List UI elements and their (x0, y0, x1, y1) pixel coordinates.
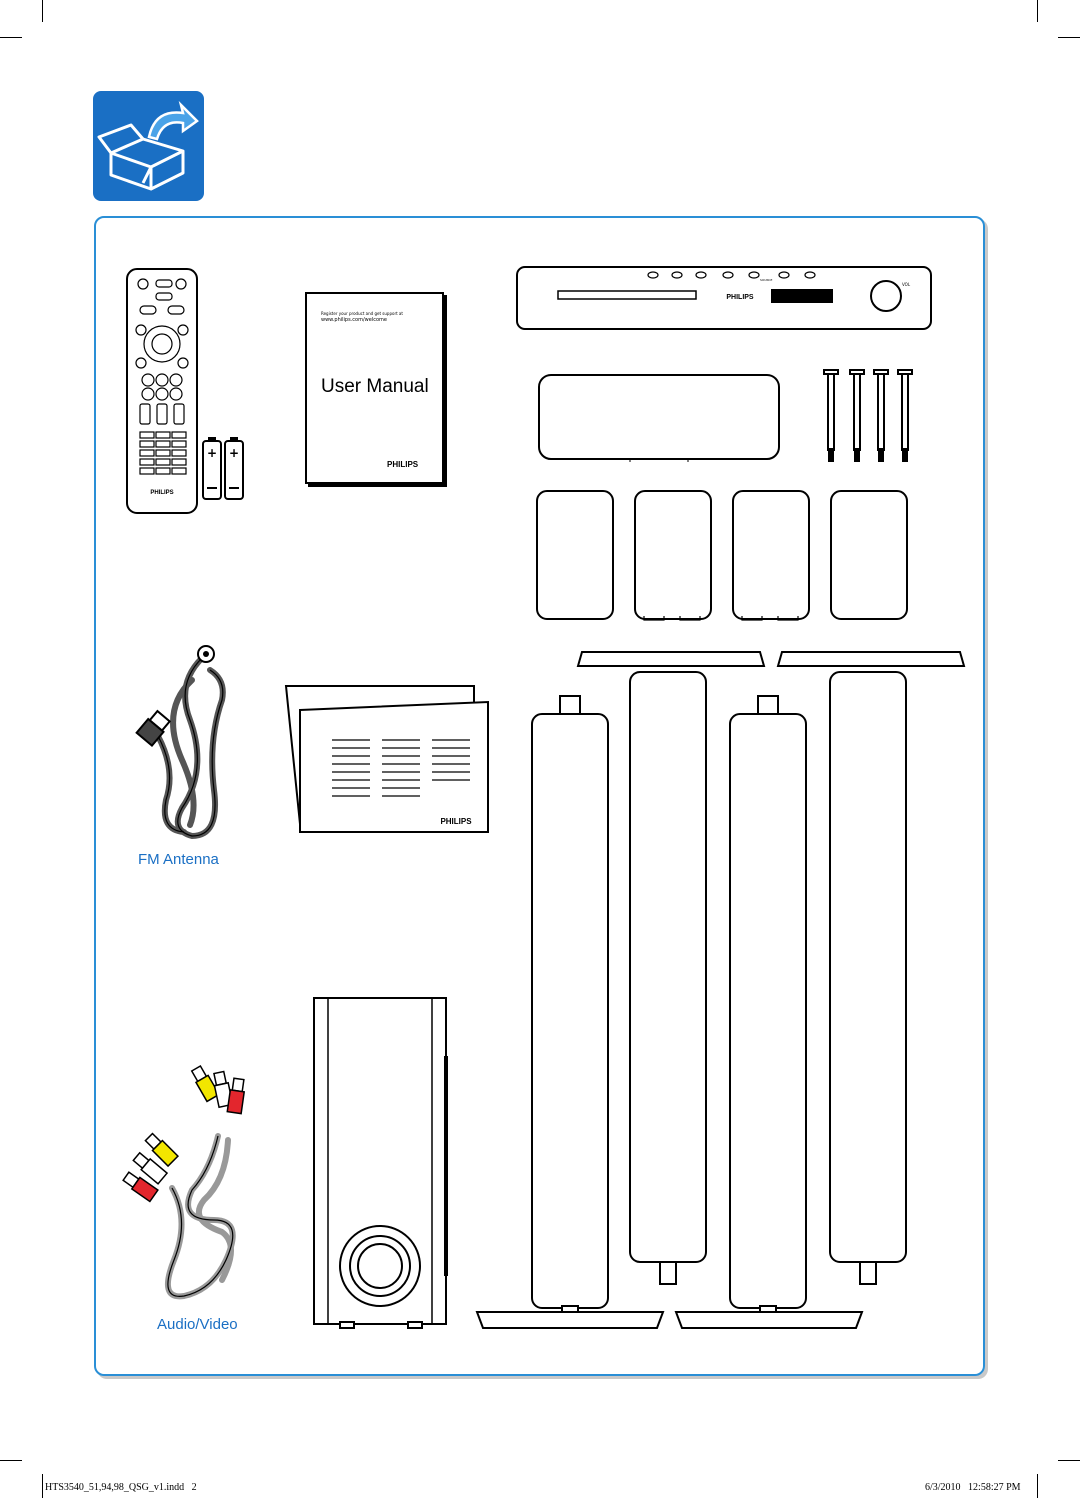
crop-mark (1037, 0, 1038, 22)
package-contents-panel (94, 216, 985, 1376)
manual-brand: PHILIPS (387, 460, 419, 469)
remote-control: PHILIPS (126, 268, 198, 514)
player-source-label: SOURCE (760, 278, 772, 282)
svg-text:+: + (229, 446, 239, 460)
crop-mark (1058, 37, 1080, 38)
satellite-speaker (732, 490, 810, 621)
subwoofer (313, 997, 448, 1329)
crop-mark (1037, 1474, 1038, 1498)
manual-title: User Manual (321, 376, 429, 397)
center-speaker (538, 374, 780, 462)
player-vol-label: VOL (902, 282, 911, 287)
footer-filename: HTS3540_51,94,98_QSG_v1.indd 2 (45, 1482, 197, 1493)
satellite-speaker (830, 490, 908, 620)
stand-base (576, 651, 766, 667)
stand-tube (629, 671, 707, 1285)
user-manual: Register your product and get support at… (305, 292, 444, 484)
stand-base (475, 1311, 665, 1329)
stand-base (674, 1311, 864, 1329)
satellite-speaker (634, 490, 712, 621)
remote-brand: PHILIPS (150, 490, 173, 496)
stand-base (776, 651, 966, 667)
manual-register-text: Register your product and get support at (321, 311, 403, 316)
stand-tube (729, 695, 807, 1327)
crop-mark (42, 1474, 43, 1498)
audio-video-cable (122, 1064, 246, 1300)
open-box-arrow-icon (93, 91, 204, 201)
crop-mark (0, 37, 22, 38)
leaflet-brand: PHILIPS (440, 817, 472, 826)
satellite-speaker (536, 490, 614, 620)
manual-url: www.philips.com/welcome (321, 317, 387, 323)
crop-mark (1058, 1460, 1080, 1461)
stand-tube (829, 671, 907, 1285)
footer-timestamp: 6/3/2010 12:58:27 PM (925, 1482, 1021, 1493)
audio-video-label: Audio/Video (157, 1316, 238, 1333)
quick-start-leaflet: PHILIPS (284, 685, 489, 833)
fm-antenna-label: FM Antenna (138, 851, 219, 868)
mounting-screws (823, 369, 913, 462)
svg-text:+: + (207, 446, 217, 460)
batteries: + + (202, 437, 244, 500)
player-brand: PHILIPS (726, 294, 754, 301)
crop-mark (0, 1460, 22, 1461)
fm-antenna-cable (135, 645, 226, 840)
crop-mark (42, 0, 43, 22)
dvd-player: SOURCE PHILIPS VOL (516, 266, 932, 330)
stand-tube (531, 695, 609, 1327)
